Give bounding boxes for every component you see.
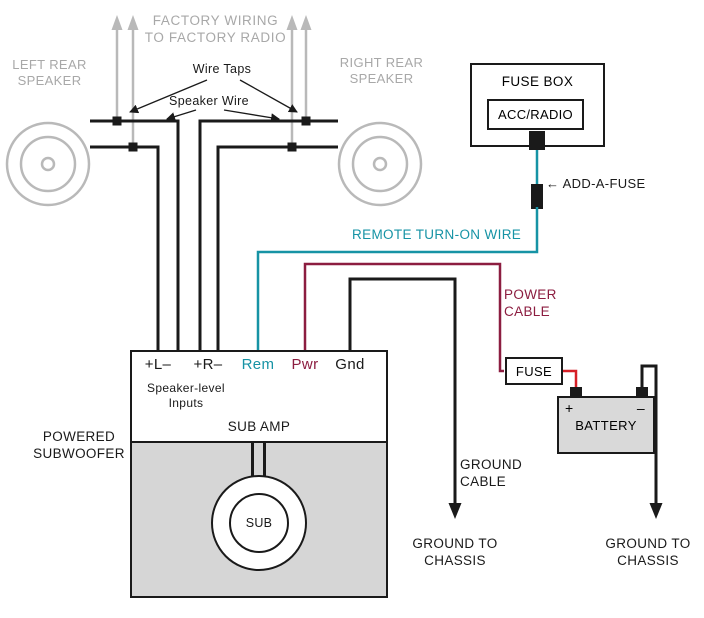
terminal-remote: Rem [241,356,275,373]
right-rear-speaker-label: RIGHT REAR SPEAKER [339,55,424,87]
power-cable-wire [303,262,504,373]
fuse-to-battery-wire [563,369,578,392]
speaker-wire-label: Speaker Wire [169,94,249,108]
subwoofer-dustcap: SUB [229,493,289,553]
fuse-box-connector [529,131,545,150]
sub-lead-right [263,441,266,478]
power-cable-label: POWER CABLE [504,287,557,319]
left-rear-speaker-label: LEFT REAR SPEAKER [12,57,87,89]
wire-tap-connectors [112,116,311,152]
speaker-wires [90,119,338,350]
terminal-ground: Gnd [335,356,365,373]
terminal-left-input: +L– [144,356,172,373]
speaker-level-inputs-label: Speaker-level Inputs [147,381,225,410]
powered-subwoofer-box: SUB [130,350,388,598]
right-rear-speaker-icon [337,121,423,207]
ground-cable-wire [348,277,462,519]
battery-label: BATTERY [575,417,637,433]
battery-minus-terminal: – [636,400,645,416]
battery: + – BATTERY [557,396,655,454]
terminal-power: Pwr [291,356,319,373]
sub-amp-label: SUB AMP [227,419,291,434]
wire-taps-label: Wire Taps [192,62,252,76]
subwoofer-cone: SUB [211,475,307,571]
ground-to-chassis-right-label: GROUND TO CHASSIS [605,536,691,568]
sub-label: SUB [245,516,273,530]
battery-ground-wire [640,364,663,519]
terminal-right-input: +R– [193,356,223,373]
remote-turn-on-wire [256,149,543,350]
battery-posts [570,387,648,397]
ground-to-chassis-left-label: GROUND TO CHASSIS [412,536,498,568]
left-rear-speaker-icon [5,121,91,207]
battery-plus-terminal: + [565,400,574,416]
inline-fuse: FUSE [505,357,563,385]
add-a-fuse-holder [531,184,543,209]
factory-wiring-arrows [111,15,312,147]
speaker-wire-pointer-arrows [166,109,280,123]
powered-subwoofer-label: POWERED SUBWOOFER [33,429,125,461]
factory-wiring-label: FACTORY WIRING TO FACTORY RADIO [144,13,287,45]
remote-turn-on-label: REMOTE TURN-ON WIRE [352,227,522,242]
acc-radio-slot: ACC/RADIO [487,99,584,130]
fuse-box-label: FUSE BOX [501,74,574,89]
ground-cable-label: GROUND CABLE [460,457,523,489]
sub-lead-left [251,441,254,478]
add-a-fuse-label: ← ADD-A-FUSE [546,176,646,191]
wire-taps-pointer-arrows [129,79,298,114]
